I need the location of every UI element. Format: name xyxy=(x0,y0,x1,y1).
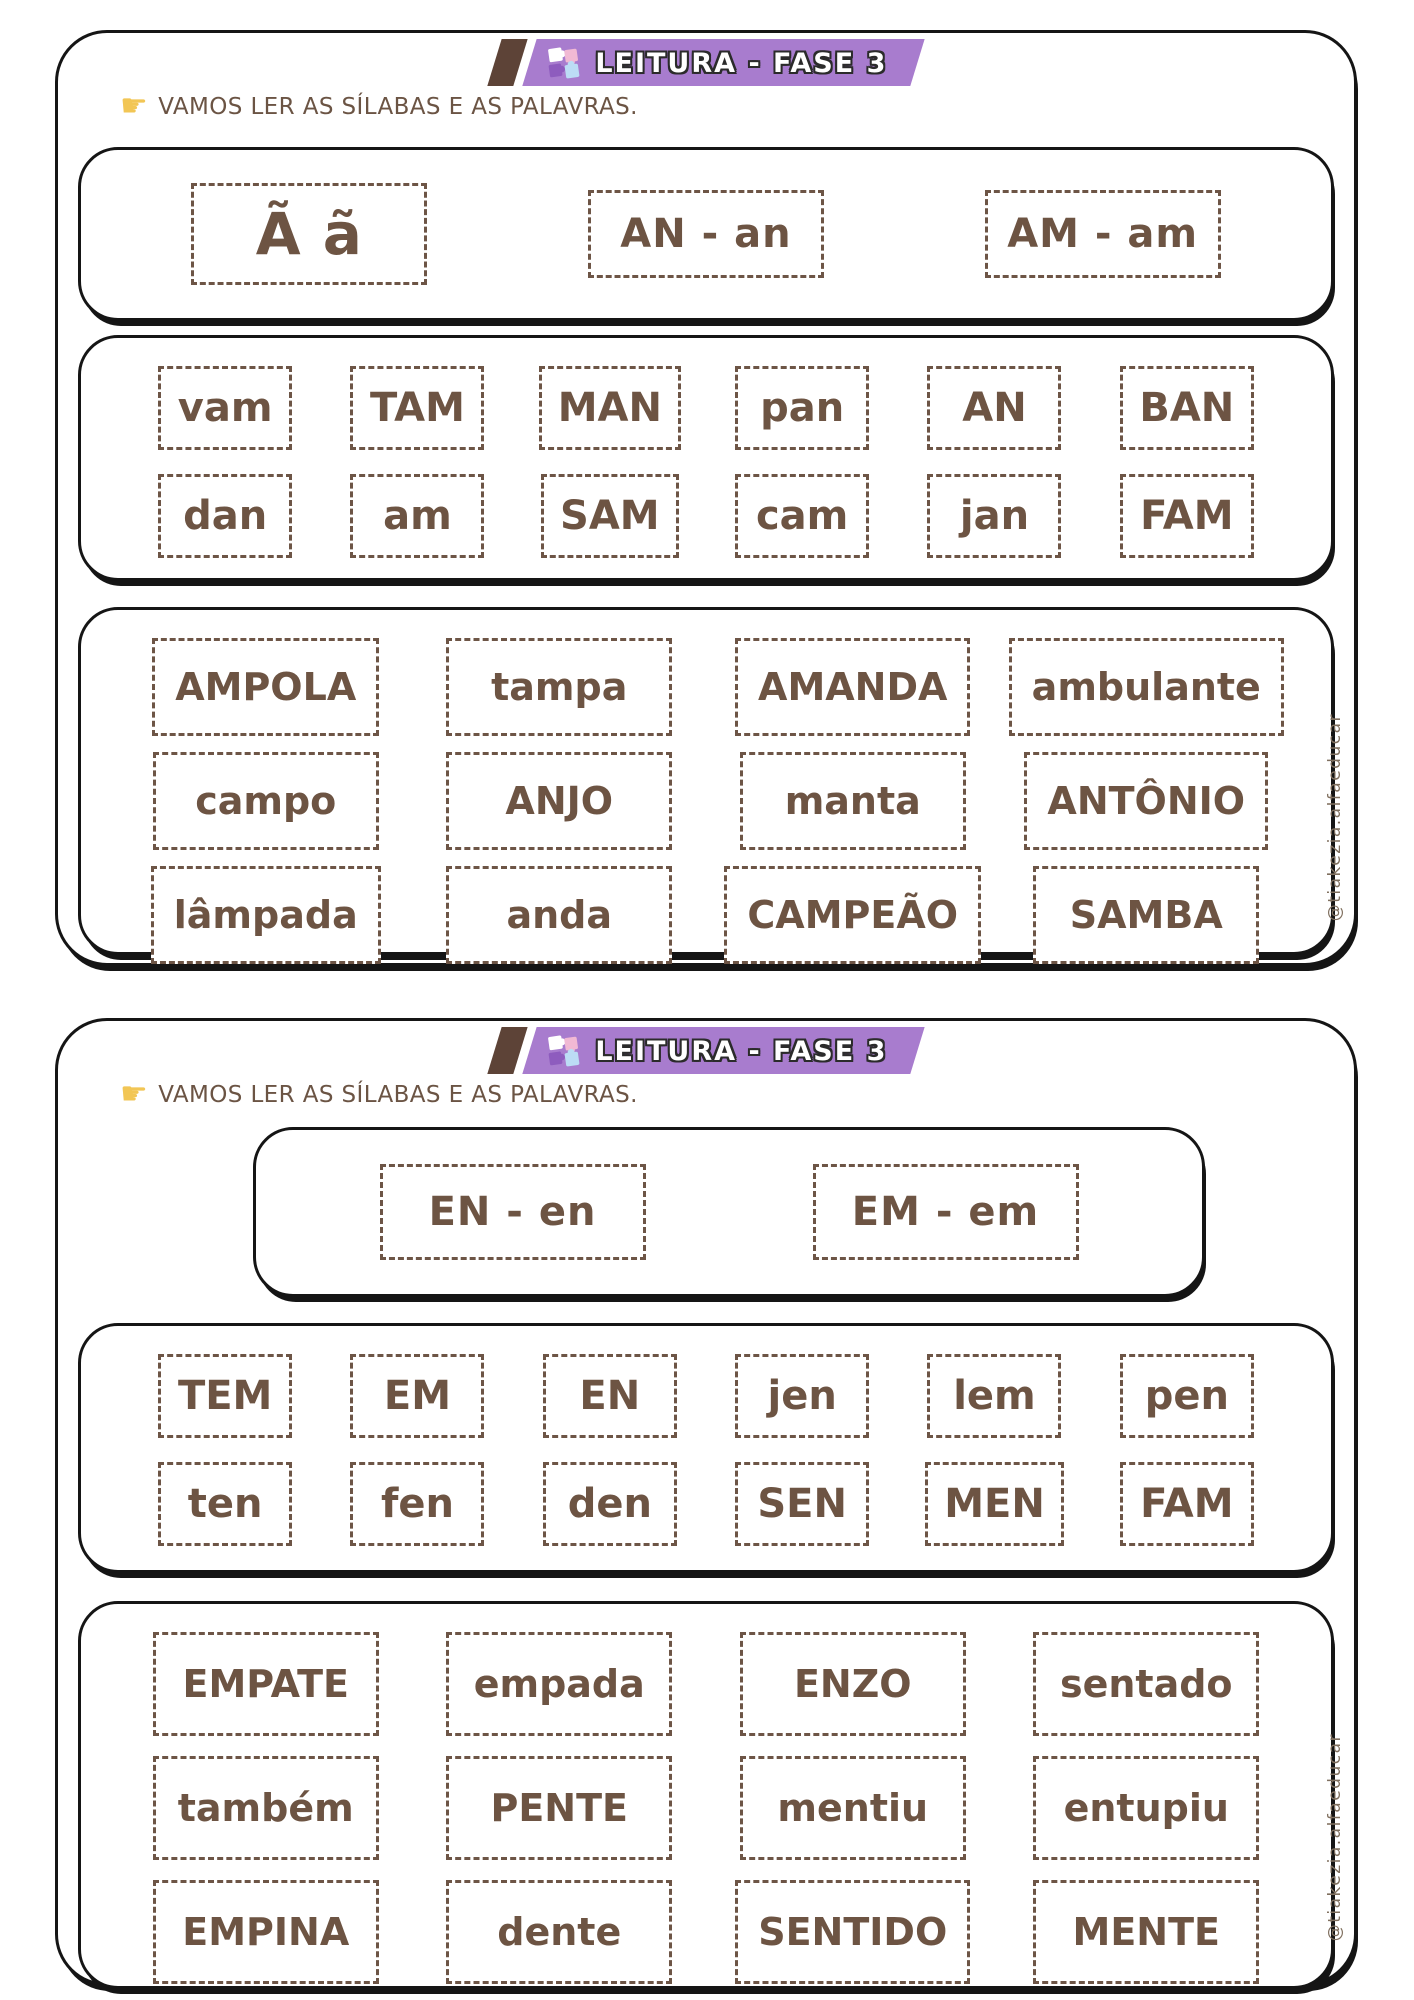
syllable-row: vam TAM MAN pan AN BAN xyxy=(129,366,1283,450)
word-row: lâmpada anda CAMPEÃO SAMBA xyxy=(119,866,1293,964)
syllable-card: FAM xyxy=(1119,1462,1254,1546)
word-row: também PENTE mentiu entupiu xyxy=(119,1756,1293,1860)
syllables-box: vam TAM MAN pan AN BAN dan am SAM cam ja… xyxy=(78,335,1334,581)
header-card: EN - en xyxy=(379,1164,646,1260)
banner-ribbon: LEITURA - FASE 3 xyxy=(522,39,925,86)
syllable-card: vam xyxy=(158,366,293,450)
word-row: AMPOLA tampa AMANDA ambulante xyxy=(119,638,1293,736)
banner: LEITURA - FASE 3 xyxy=(487,1027,925,1074)
instruction-line: ☛ VAMOS LER AS SÍLABAS E AS PALAVRAS. xyxy=(120,1079,638,1110)
header-card: AM - am xyxy=(984,190,1221,278)
watermark-credit: @tiakezia.alfaeducar xyxy=(1325,1732,1345,1941)
syllable-card: am xyxy=(350,474,485,558)
headers-box: EN - en EM - em xyxy=(253,1127,1205,1297)
syllable-card: TEM xyxy=(158,1354,293,1438)
word-card: empada xyxy=(446,1632,673,1736)
headers-box: Ã ã AN - an AM - am xyxy=(78,147,1334,321)
banner: LEITURA - FASE 3 xyxy=(487,39,925,86)
puzzle-icon xyxy=(548,47,580,78)
word-card: PENTE xyxy=(446,1756,673,1860)
word-card: CAMPEÃO xyxy=(724,866,982,964)
syllable-card: pen xyxy=(1119,1354,1254,1438)
banner-stripe xyxy=(487,39,528,86)
word-card: também xyxy=(152,1756,379,1860)
syllable-card: EN xyxy=(542,1354,677,1438)
word-card: SAMBA xyxy=(1033,866,1260,964)
word-card: ambulante xyxy=(1008,638,1284,736)
watermark-credit: @tiakezia.alfaeducar xyxy=(1325,712,1345,921)
syllable-row: TEM EM EN jen lem pen xyxy=(129,1354,1283,1438)
instruction-line: ☛ VAMOS LER AS SÍLABAS E AS PALAVRAS. xyxy=(120,91,638,122)
worksheet-panel-1: LEITURA - FASE 3 ☛ VAMOS LER AS SÍLABAS … xyxy=(55,30,1357,966)
banner-title: LEITURA - FASE 3 xyxy=(595,1035,888,1066)
syllable-card: jen xyxy=(735,1354,870,1438)
word-card: AMANDA xyxy=(735,638,971,736)
word-row: EMPATE empada ENZO sentado xyxy=(119,1632,1293,1736)
syllable-card: pan xyxy=(735,366,870,450)
banner-ribbon: LEITURA - FASE 3 xyxy=(522,1027,925,1074)
word-card: ENZO xyxy=(739,1632,966,1736)
word-card: EMPATE xyxy=(152,1632,379,1736)
syllable-card: MEN xyxy=(925,1462,1064,1546)
syllable-row: ten fen den SEN MEN FAM xyxy=(129,1462,1283,1546)
header-card: EM - em xyxy=(812,1164,1079,1260)
words-box: AMPOLA tampa AMANDA ambulante campo ANJO… xyxy=(78,607,1334,964)
word-card: MENTE xyxy=(1033,1880,1260,1984)
puzzle-icon xyxy=(548,1035,580,1066)
syllable-card: cam xyxy=(735,474,870,558)
word-card: EMPINA xyxy=(152,1880,379,1984)
word-card: anda xyxy=(446,866,673,964)
syllable-card: TAM xyxy=(350,366,485,450)
pointing-hand-icon: ☛ xyxy=(120,1076,149,1112)
word-card: sentado xyxy=(1033,1632,1260,1736)
word-card: ANJO xyxy=(446,752,673,850)
syllable-card: dan xyxy=(158,474,293,558)
syllable-card: EM xyxy=(350,1354,485,1438)
syllable-card: AN xyxy=(927,366,1062,450)
word-card: manta xyxy=(739,752,966,850)
word-card: entupiu xyxy=(1033,1756,1260,1860)
syllable-card: lem xyxy=(927,1354,1062,1438)
word-card: mentiu xyxy=(739,1756,966,1860)
word-card: dente xyxy=(446,1880,673,1984)
word-card: campo xyxy=(152,752,379,850)
header-card: Ã ã xyxy=(191,183,428,285)
syllables-box: TEM EM EN jen lem pen ten fen den SEN ME… xyxy=(78,1323,1334,1573)
worksheet-panel-2: LEITURA - FASE 3 ☛ VAMOS LER AS SÍLABAS … xyxy=(55,1018,1357,1989)
syllable-card: den xyxy=(542,1462,677,1546)
words-box: EMPATE empada ENZO sentado também PENTE … xyxy=(78,1601,1334,1989)
word-card: SENTIDO xyxy=(735,1880,971,1984)
syllable-card: fen xyxy=(350,1462,485,1546)
word-card: tampa xyxy=(446,638,673,736)
word-card: lâmpada xyxy=(150,866,381,964)
instruction-text: VAMOS LER AS SÍLABAS E AS PALAVRAS. xyxy=(158,93,638,120)
syllable-card: BAN xyxy=(1119,366,1254,450)
syllable-row: dan am SAM cam jan FAM xyxy=(129,474,1283,558)
header-card: AN - an xyxy=(587,190,824,278)
word-card: ANTÔNIO xyxy=(1024,752,1269,850)
syllable-card: FAM xyxy=(1119,474,1254,558)
instruction-text: VAMOS LER AS SÍLABAS E AS PALAVRAS. xyxy=(158,1081,638,1108)
syllable-card: SAM xyxy=(541,474,679,558)
syllable-card: MAN xyxy=(538,366,681,450)
word-row: EMPINA dente SENTIDO MENTE xyxy=(119,1880,1293,1984)
word-card: AMPOLA xyxy=(152,638,380,736)
syllable-card: SEN xyxy=(735,1462,870,1546)
banner-stripe xyxy=(487,1027,528,1074)
word-row: campo ANJO manta ANTÔNIO xyxy=(119,752,1293,850)
syllable-card: ten xyxy=(158,1462,293,1546)
banner-title: LEITURA - FASE 3 xyxy=(595,47,888,78)
pointing-hand-icon: ☛ xyxy=(120,88,149,124)
syllable-card: jan xyxy=(927,474,1062,558)
